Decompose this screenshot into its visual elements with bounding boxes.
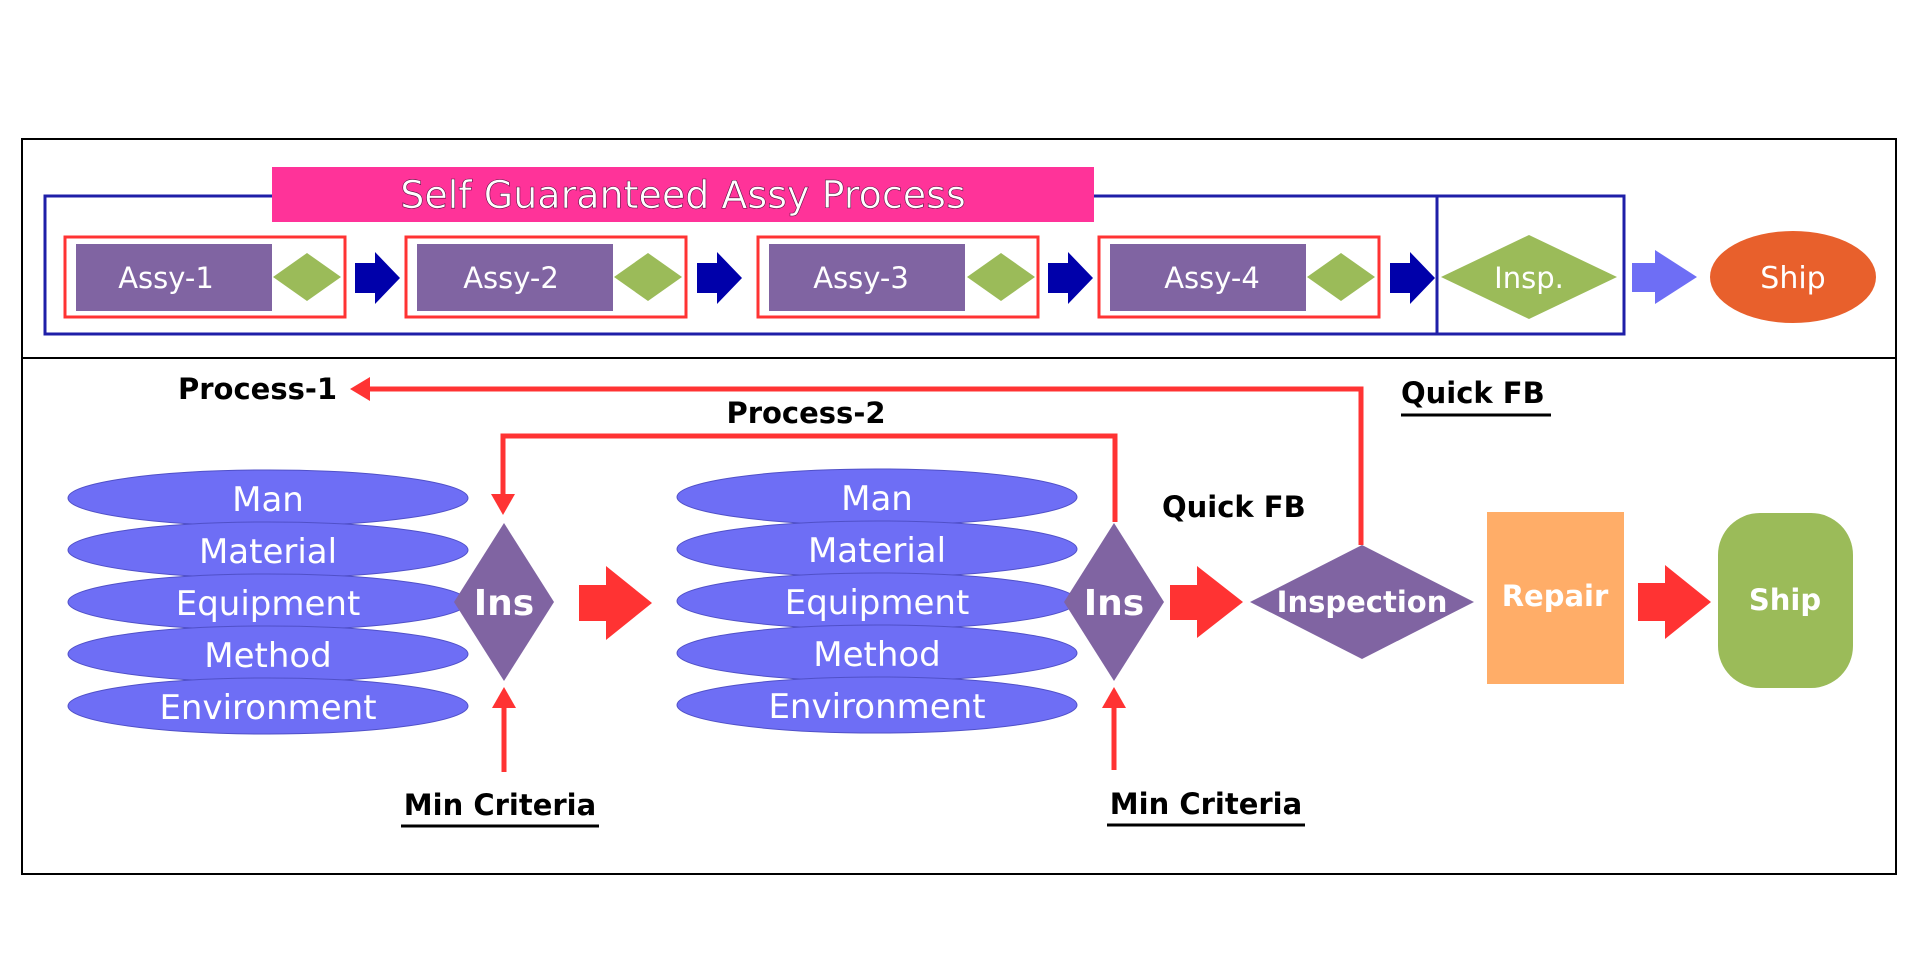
- min-criteria-1-label: Min Criteria: [404, 788, 596, 822]
- assy-4-check-diamond: [1307, 253, 1375, 301]
- ship-bottom-label: Ship: [1749, 583, 1821, 617]
- stack-2-man-label: Man: [841, 479, 913, 519]
- quick-fb-top-label: Quick FB: [1401, 376, 1545, 410]
- ins-1-label: Ins: [474, 583, 534, 624]
- process-2-feedback-line: [500, 433, 1118, 522]
- arrow-right-icon: [1638, 565, 1711, 639]
- assy-3-label: Assy-3: [813, 261, 909, 295]
- outer-frame: [21, 138, 1897, 875]
- ship-bottom-box: [1718, 513, 1853, 688]
- stack-1-environment-label: Environment: [159, 688, 376, 728]
- assy-2-check-diamond: [614, 253, 682, 301]
- ins-2-label: Ins: [1084, 583, 1144, 624]
- arrow-right-icon: [355, 252, 400, 304]
- stack-2-method-label: Method: [813, 635, 941, 675]
- quick-fb-middle-label: Quick FB: [1162, 490, 1306, 524]
- assy-4-frame: [1097, 235, 1381, 319]
- process-1-feedback-line: [368, 386, 1364, 545]
- stack-2-environment-label: Environment: [768, 687, 985, 727]
- assy-2-frame: [404, 235, 688, 319]
- assy-1-check-diamond: [273, 253, 341, 301]
- stack-1-equipment-label: Equipment: [176, 584, 361, 624]
- arrow-right-icon: [1048, 252, 1093, 304]
- inspection-label: Insp.: [1494, 261, 1564, 295]
- assy-2-box: [417, 244, 613, 311]
- arrow-right-icon: [1632, 250, 1697, 304]
- stack-2: Man Material Equipment Method Environmen…: [676, 468, 1078, 734]
- process-1-label: Process-1: [178, 372, 337, 406]
- stack-2-equipment-label: Equipment: [785, 583, 970, 623]
- assy-4-box: [1110, 244, 1306, 311]
- arrow-left-icon: [350, 377, 370, 401]
- stack-1: Man Material Equipment Method Environmen…: [67, 469, 469, 735]
- arrow-right-icon: [697, 252, 742, 304]
- process-2-label: Process-2: [726, 396, 885, 430]
- assy-1-frame: [63, 235, 347, 319]
- repair-box: [1487, 512, 1624, 684]
- assy-1-label: Assy-1: [118, 261, 214, 295]
- banner: [272, 167, 1094, 222]
- min-criteria-2-label: Min Criteria: [1110, 787, 1302, 821]
- assy-3-box: [769, 244, 965, 311]
- repair-label: Repair: [1502, 579, 1609, 613]
- assy-4-label: Assy-4: [1164, 261, 1260, 295]
- arrow-right-icon: [1170, 566, 1243, 638]
- inspection-bottom-diamond: [1250, 545, 1474, 659]
- banner-title: Self Guaranteed Assy Process: [400, 173, 966, 217]
- stack-1-material-label: Material: [199, 532, 337, 572]
- stack-1-method-label: Method: [204, 636, 332, 676]
- stack-1-environment-ellipse: [67, 677, 469, 735]
- inspection-diamond: [1441, 235, 1617, 319]
- ins-2-diamond: [1064, 523, 1164, 681]
- stack-2-material-label: Material: [808, 531, 946, 571]
- arrow-up-icon: [1102, 687, 1126, 708]
- arrow-right-icon: [579, 566, 652, 640]
- assy-3-check-diamond: [967, 253, 1035, 301]
- inspection-bottom-label: Inspection: [1277, 585, 1448, 619]
- assy-1-box: [76, 244, 272, 311]
- assy-2-label: Assy-2: [463, 261, 559, 295]
- arrow-down-icon: [491, 494, 515, 515]
- arrow-right-icon: [1390, 252, 1435, 304]
- ins-1-diamond: [454, 523, 554, 681]
- ship-label: Ship: [1760, 261, 1825, 296]
- stack-1-man-label: Man: [232, 480, 304, 520]
- arrow-up-icon: [492, 687, 516, 708]
- stack-2-environment-ellipse: [676, 676, 1078, 734]
- inspection-frame: [1435, 194, 1626, 336]
- assy-3-frame: [756, 235, 1040, 319]
- ship-oval: [1710, 231, 1876, 323]
